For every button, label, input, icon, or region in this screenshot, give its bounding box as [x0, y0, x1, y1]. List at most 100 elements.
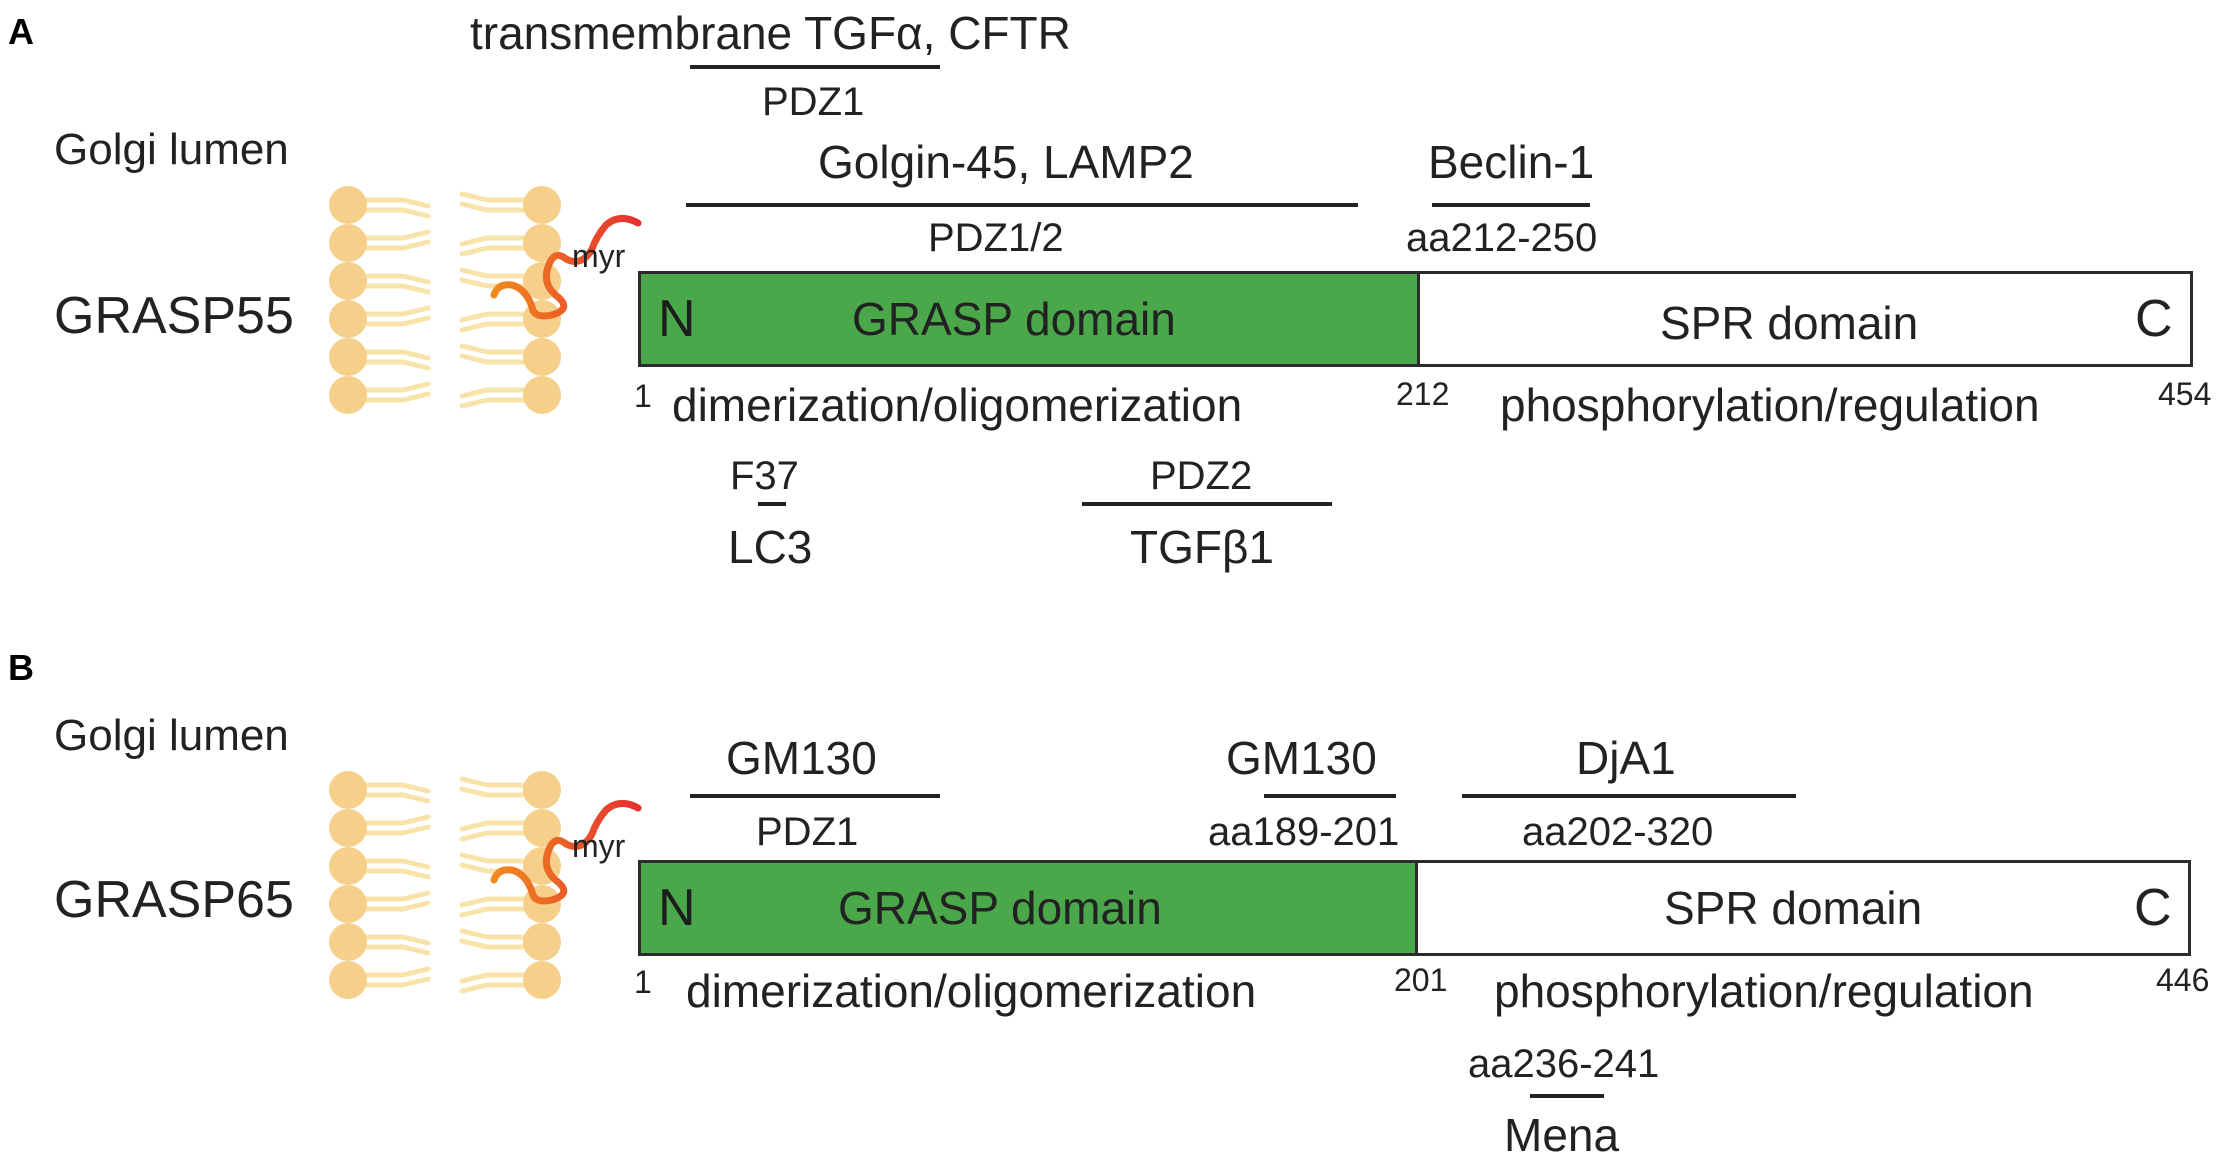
spr-domain-b [1415, 860, 2191, 956]
c-terminus-b: C [2134, 879, 2172, 937]
lipid-tail [459, 972, 528, 984]
lipid-head [523, 923, 561, 961]
lipid-tail [362, 782, 431, 794]
grasp-function-b: dimerization/oligomerization [686, 965, 1257, 1017]
lipid-tail [459, 820, 528, 832]
myr-label-a: myr [572, 238, 626, 274]
lipid-tail [459, 786, 528, 798]
lipid-tail [459, 343, 528, 355]
lipid-tail [362, 890, 431, 902]
lipid-tail [362, 966, 431, 978]
partner-tgfa-cftr: transmembrane TGFα, CFTR [470, 7, 1071, 59]
spr-domain-label-b: SPR domain [1664, 882, 1923, 934]
spr-function-a: phosphorylation/regulation [1500, 379, 2040, 431]
lipid-tail [459, 311, 528, 323]
lipid-tail [459, 906, 528, 918]
lipid-tail [362, 305, 431, 317]
region-aa189-201: aa189-201 [1208, 810, 1400, 854]
binding-bar-f37 [758, 502, 786, 506]
golgi-lumen-label-a: Golgi lumen [54, 125, 289, 174]
lipid-tail [362, 824, 431, 836]
lipid-tail [362, 315, 431, 327]
lipid-head [523, 771, 561, 809]
lipid-tail [459, 201, 528, 213]
partner-lc3: LC3 [728, 521, 813, 573]
lipid-head [329, 771, 367, 809]
lipid-tail [459, 267, 528, 279]
lipid-head [523, 376, 561, 414]
myristoyl-anchor [490, 800, 642, 905]
protein-name-grasp55: GRASP55 [54, 287, 294, 345]
lipid-tail [459, 397, 528, 409]
lipid-head [329, 224, 367, 262]
lipid-tail [362, 197, 431, 209]
pos-start-a: 1 [634, 378, 652, 414]
pos-start-b: 1 [634, 964, 652, 1000]
lipid-tail [459, 387, 528, 399]
lipid-tail [362, 359, 431, 371]
binding-bar-aa189-201 [1264, 794, 1396, 798]
lipid-tail [362, 229, 431, 241]
lipid-tail [362, 349, 431, 361]
pos-end-a: 454 [2158, 376, 2212, 412]
grasp-domain-b [638, 860, 1418, 956]
n-terminus-b: N [658, 879, 696, 937]
region-pdz1-a: PDZ1 [762, 80, 865, 124]
lipid-bilayer-b [329, 771, 642, 999]
protein-name-grasp65: GRASP65 [54, 871, 294, 929]
lipid-tail [362, 273, 431, 285]
region-f37: F37 [730, 454, 799, 498]
lipid-tail [459, 982, 528, 994]
spr-domain-a [1417, 271, 2193, 367]
binding-bar-pdz12-a [686, 203, 1358, 207]
region-aa202-320: aa202-320 [1522, 810, 1714, 854]
lipid-head [329, 300, 367, 338]
grasp-domain-a [638, 271, 1420, 367]
lipid-head [329, 809, 367, 847]
lipid-tail [362, 239, 431, 251]
myr-label-b: myr [572, 828, 626, 864]
lipid-head [329, 923, 367, 961]
spr-domain-label-a: SPR domain [1660, 297, 1919, 349]
lipid-head [523, 338, 561, 376]
region-pdz1-b: PDZ1 [756, 810, 859, 854]
lipid-head [329, 885, 367, 923]
c-terminus-a: C [2135, 290, 2173, 348]
lipid-head [523, 186, 561, 224]
partner-gm130-aa189: GM130 [1226, 732, 1377, 784]
pos-boundary-b: 201 [1394, 962, 1448, 998]
lipid-tail [362, 207, 431, 219]
lipid-tail [362, 283, 431, 295]
lipid-tail [459, 321, 528, 333]
partner-golgin45-lamp2: Golgin-45, LAMP2 [818, 136, 1194, 188]
region-pdz12-a: PDZ1/2 [928, 216, 1064, 260]
lipid-tail [459, 245, 528, 257]
lipid-tail [362, 381, 431, 393]
lipid-tail [362, 391, 431, 403]
lipid-head [329, 961, 367, 999]
grasp-function-a: dimerization/oligomerization [672, 379, 1243, 431]
panel-label-b: B [8, 647, 34, 688]
lipid-tail [362, 934, 431, 946]
region-aa212-250: aa212-250 [1406, 216, 1598, 260]
region-aa236-241: aa236-241 [1468, 1042, 1660, 1086]
lipid-tail [459, 852, 528, 864]
lipid-tail [459, 776, 528, 788]
spr-function-b: phosphorylation/regulation [1494, 965, 2034, 1017]
binding-bar-pdz2-a [1082, 502, 1332, 506]
partner-tgfb1: TGFβ1 [1130, 521, 1275, 573]
golgi-lumen-label-b: Golgi lumen [54, 711, 289, 760]
lipid-head [329, 376, 367, 414]
grasp-domain-label-b: GRASP domain [838, 882, 1162, 934]
binding-bar-beclin1 [1432, 203, 1590, 207]
lipid-tail [459, 938, 528, 950]
lipid-tail [362, 858, 431, 870]
partner-gm130-pdz1: GM130 [726, 732, 877, 784]
binding-bar-mena [1530, 1094, 1604, 1098]
lipid-head [523, 961, 561, 999]
lipid-tail [362, 944, 431, 956]
binding-bar-dja1 [1462, 794, 1796, 798]
lipid-head [523, 809, 561, 847]
partner-beclin1: Beclin-1 [1428, 136, 1595, 188]
